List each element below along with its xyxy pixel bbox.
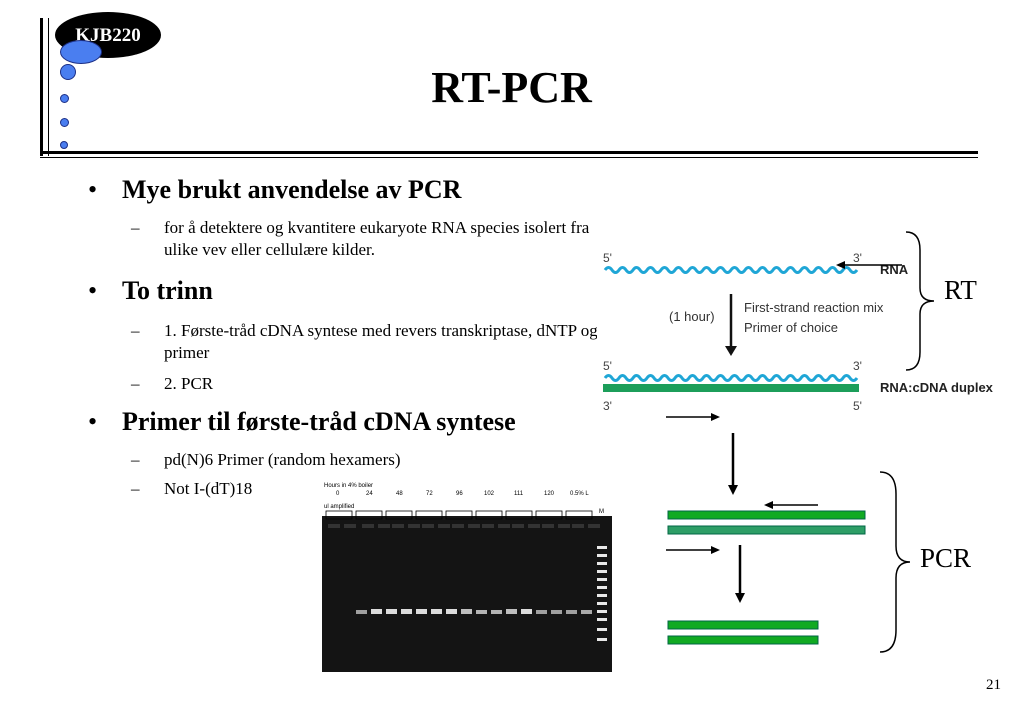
frame-top-divider-thin — [40, 157, 978, 158]
sub-bullet-step-1-text: 1. Første-tråd cDNA syntese med revers t… — [164, 321, 598, 362]
gel-lane-label: 24 — [366, 491, 373, 497]
gel-lane-labels: 0 24 48 72 96 102 111 120 0.5% L M — [336, 491, 604, 515]
gel-product-bands — [356, 609, 592, 614]
rt-brace — [905, 231, 935, 371]
gel-marker-label: M — [599, 509, 604, 515]
frame-top-divider-thick — [40, 151, 978, 154]
rna-3-prime-label: 3' — [853, 251, 862, 265]
sub-bullet-mark: – — [131, 374, 140, 393]
pcr-strand-1 — [667, 510, 866, 520]
gel-lane-label: 102 — [484, 491, 495, 497]
sub-bullet-mark: – — [131, 479, 140, 498]
rt-arrow-head — [725, 346, 737, 356]
gel-lane-label: 120 — [544, 491, 555, 497]
pcr-step-arrowhead-2 — [735, 593, 745, 603]
gel-lane-label: 72 — [426, 491, 433, 497]
sub-bullet-step-2: – 2. PCR — [131, 373, 214, 395]
pcr-primer-arrowhead-2 — [764, 501, 773, 509]
cdna-3-prime-label: 3' — [603, 399, 612, 413]
gel-wells — [328, 524, 600, 528]
gel-lane-label: 111 — [514, 491, 524, 497]
pcr-primer-arrowhead-3 — [711, 546, 720, 554]
slide-title: RT-PCR — [431, 63, 592, 112]
gel-photo: Hours in 4% boiler ul amplified 0 24 48 … — [322, 478, 612, 672]
bullet-two-steps-text: To trinn — [122, 276, 213, 305]
frame-left-line-thin — [48, 18, 49, 156]
pcr-diagram — [666, 413, 866, 645]
sub-bullet-detect-text: for å detektere og kvantitere eukaryote … — [164, 218, 590, 259]
gel-lane-label: 96 — [456, 491, 463, 497]
duplex-label: RNA:cDNA duplex — [880, 380, 993, 395]
course-badge: KJB220 — [55, 12, 161, 58]
sub-bullet-random-hexamers-text: pd(N)6 Primer (random hexamers) — [164, 450, 401, 469]
bullet-usage: • Mye brukt anvendelse av PCR — [88, 175, 462, 205]
sub-bullet-oligo-dt: – Not I-(dT)18 — [131, 478, 253, 500]
gel-header-amplified: ul amplified — [324, 504, 354, 510]
bullet-usage-text: Mye brukt anvendelse av PCR — [122, 175, 462, 204]
pcr-strand-2 — [667, 525, 866, 535]
gel-lane-label: 0 — [336, 491, 340, 497]
reaction-mix-label: First-strand reaction mix — [744, 300, 884, 315]
cdna-strand — [603, 384, 859, 392]
pcr-brace — [879, 471, 911, 653]
sub-bullet-mark: – — [131, 218, 140, 237]
bullet-two-steps: • To trinn — [88, 276, 213, 306]
sub-bullet-mark: – — [131, 321, 140, 340]
gel-photo-svg: Hours in 4% boiler ul amplified 0 24 48 … — [322, 483, 612, 672]
rt-primer-arrow — [836, 261, 902, 269]
bullet-mark: • — [88, 407, 98, 436]
rna-strand — [603, 266, 859, 274]
decor-dot-medium — [60, 64, 76, 80]
bullet-mark: • — [88, 175, 98, 204]
duplex-3-prime-label: 3' — [853, 359, 862, 373]
sub-bullet-oligo-dt-text: Not I-(dT)18 — [164, 479, 253, 498]
duplex-rna-strand — [603, 374, 859, 382]
sub-bullet-step-2-text: 2. PCR — [164, 374, 214, 393]
gel-lane-label: 48 — [396, 491, 403, 497]
pcr-primer-arrowhead-1 — [711, 413, 720, 421]
pcr-product-strand-1 — [667, 620, 819, 630]
decor-dot-large — [60, 40, 102, 64]
rt-label: RT — [944, 275, 977, 305]
bullet-primer: • Primer til første-tråd cDNA syntese — [88, 407, 516, 437]
cdna-5-prime-label: 5' — [853, 399, 862, 413]
primer-choice-label: Primer of choice — [744, 320, 838, 335]
frame-left-line-thick — [40, 18, 43, 156]
sub-bullet-random-hexamers: – pd(N)6 Primer (random hexamers) — [131, 449, 401, 471]
decor-dot-small-3 — [60, 141, 68, 149]
gel-lane-label: 0.5% L — [570, 491, 589, 497]
duplex-5-prime-label: 5' — [603, 359, 612, 373]
gel-header-hours: Hours in 4% boiler — [324, 483, 373, 489]
sub-bullet-step-1: – 1. Første-tråd cDNA syntese med revers… — [131, 320, 624, 364]
gel-lane-boxes — [325, 510, 593, 520]
pcr-product-strand-2 — [667, 635, 819, 645]
bullet-mark: • — [88, 276, 98, 305]
time-label: (1 hour) — [669, 309, 715, 324]
pcr-step-arrowhead-1 — [728, 485, 738, 495]
gel-ladder-bands — [597, 546, 607, 641]
pcr-label: PCR — [920, 543, 972, 573]
decor-dot-small-1 — [60, 94, 69, 103]
sub-bullet-detect: – for å detektere og kvantitere eukaryot… — [131, 217, 604, 261]
rna-5-prime-label: 5' — [603, 251, 612, 265]
page-number: 21 — [986, 677, 1001, 693]
bullet-primer-text: Primer til første-tråd cDNA syntese — [122, 407, 516, 436]
sub-bullet-mark: – — [131, 450, 140, 469]
decor-dot-small-2 — [60, 118, 69, 127]
